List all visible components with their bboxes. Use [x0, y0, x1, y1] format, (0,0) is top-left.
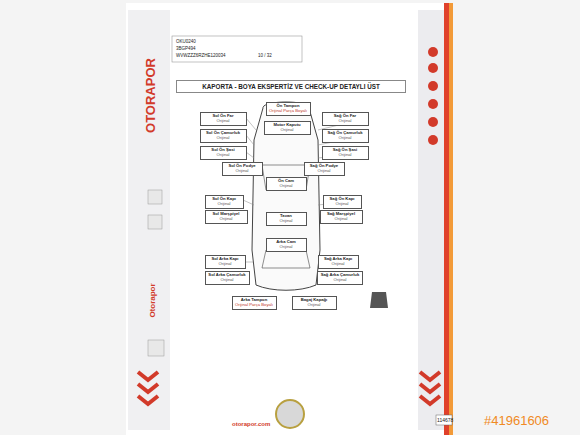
part-box: Arka TamponOrijinal Parça Boyalı: [232, 296, 277, 310]
part-box: Sol Arka KapıOrijinal: [205, 255, 246, 269]
part-status: Orijinal: [225, 169, 260, 174]
label-text: 114678: [437, 417, 453, 423]
part-box: Sol MarşpiyelOrijinal: [205, 210, 248, 224]
hologram-seal: [276, 400, 304, 428]
paper: [126, 3, 453, 435]
qr-codes: [148, 190, 164, 356]
part-status: Orijinal Parça Boyalı: [235, 303, 274, 308]
part-box: Sol Ön KapıOrijinal: [205, 195, 244, 209]
car-outline: [252, 102, 320, 290]
part-box: Sağ Ön KapıOrijinal: [323, 195, 362, 209]
part-box: Bagaj KapağıOrijinal: [292, 296, 337, 310]
part-status: Orijinal: [208, 262, 243, 267]
label-text: 10 / 32: [258, 53, 272, 58]
part-status: Orijinal: [269, 245, 304, 250]
part-status: Orijinal: [326, 202, 359, 207]
part-box: Sağ Arka KapıOrijinal: [318, 255, 359, 269]
part-box: Sağ Ön ŞasiOrijinal: [322, 146, 369, 160]
part-status: Orijinal: [325, 153, 366, 158]
part-status: Orijinal: [208, 202, 241, 207]
car-icon: [370, 292, 388, 308]
part-box: Sol Ön ŞasiOrijinal: [200, 146, 247, 160]
part-status: Orijinal: [269, 184, 304, 189]
part-status: Orijinal: [320, 278, 360, 283]
label-text: #41961606: [484, 413, 549, 428]
rear-window: [262, 250, 310, 268]
label-text: 3BGP494: [176, 46, 196, 51]
part-status: Orijinal: [321, 262, 356, 267]
header-box: [172, 36, 302, 62]
brand-logo: OTORAPOR: [142, 58, 157, 133]
part-status: Orijinal: [208, 278, 247, 283]
part-box: Ön TamponOrijinal Parça Boyalı: [266, 102, 311, 116]
part-box: Sol Arka ÇamurlukOrijinal: [205, 271, 250, 285]
report-title: KAPORTA - BOYA EKSPERTİZ VE CHECK-UP DET…: [176, 80, 406, 93]
part-box: Sağ Ön PodyeOrijinal: [304, 162, 345, 176]
part-box: Motor KaputuOrijinal: [264, 121, 311, 135]
right-icons: [428, 47, 438, 145]
part-status: Orijinal: [203, 136, 244, 141]
part-box: Sağ Arka ÇamurlukOrijinal: [317, 271, 363, 285]
part-status: Orijinal: [323, 217, 360, 222]
part-status: Orijinal: [307, 169, 342, 174]
red-band: [444, 3, 449, 435]
leader-lines: [243, 118, 368, 262]
part-box: Arka CamOrijinal: [266, 238, 307, 252]
label-text: OKU0240: [176, 39, 196, 44]
part-box: Sol Ön ÇamurlukOrijinal: [200, 129, 247, 143]
part-status: Orijinal: [203, 119, 244, 124]
part-status: Orijinal: [295, 303, 334, 308]
label-text: WVWZZZ6RZHE120034: [176, 53, 226, 58]
orange-band: [449, 3, 453, 435]
brand-logo: Otorapor: [147, 283, 156, 317]
part-status: Orijinal Parça Boyalı: [269, 109, 308, 114]
right-strip: [418, 10, 448, 430]
part-box: Sol Ön FarOrijinal: [200, 112, 247, 126]
part-status: Orijinal: [208, 217, 245, 222]
part-box: Sol Ön PodyeOrijinal: [222, 162, 263, 176]
part-status: Orijinal: [269, 219, 304, 224]
part-box: Ön CamOrijinal: [266, 177, 307, 191]
part-box: Sağ Ön ÇamurlukOrijinal: [322, 129, 369, 143]
label-text: otorapor.com: [232, 421, 270, 427]
part-box: Sağ Ön FarOrijinal: [322, 112, 369, 126]
part-status: Orijinal: [267, 128, 308, 133]
part-box: Sağ MarşpiyelOrijinal: [320, 210, 363, 224]
part-box: TavanOrijinal: [266, 212, 307, 226]
part-status: Orijinal: [325, 119, 366, 124]
left-strip: [128, 10, 170, 430]
part-status: Orijinal: [203, 153, 244, 158]
part-status: Orijinal: [325, 136, 366, 141]
